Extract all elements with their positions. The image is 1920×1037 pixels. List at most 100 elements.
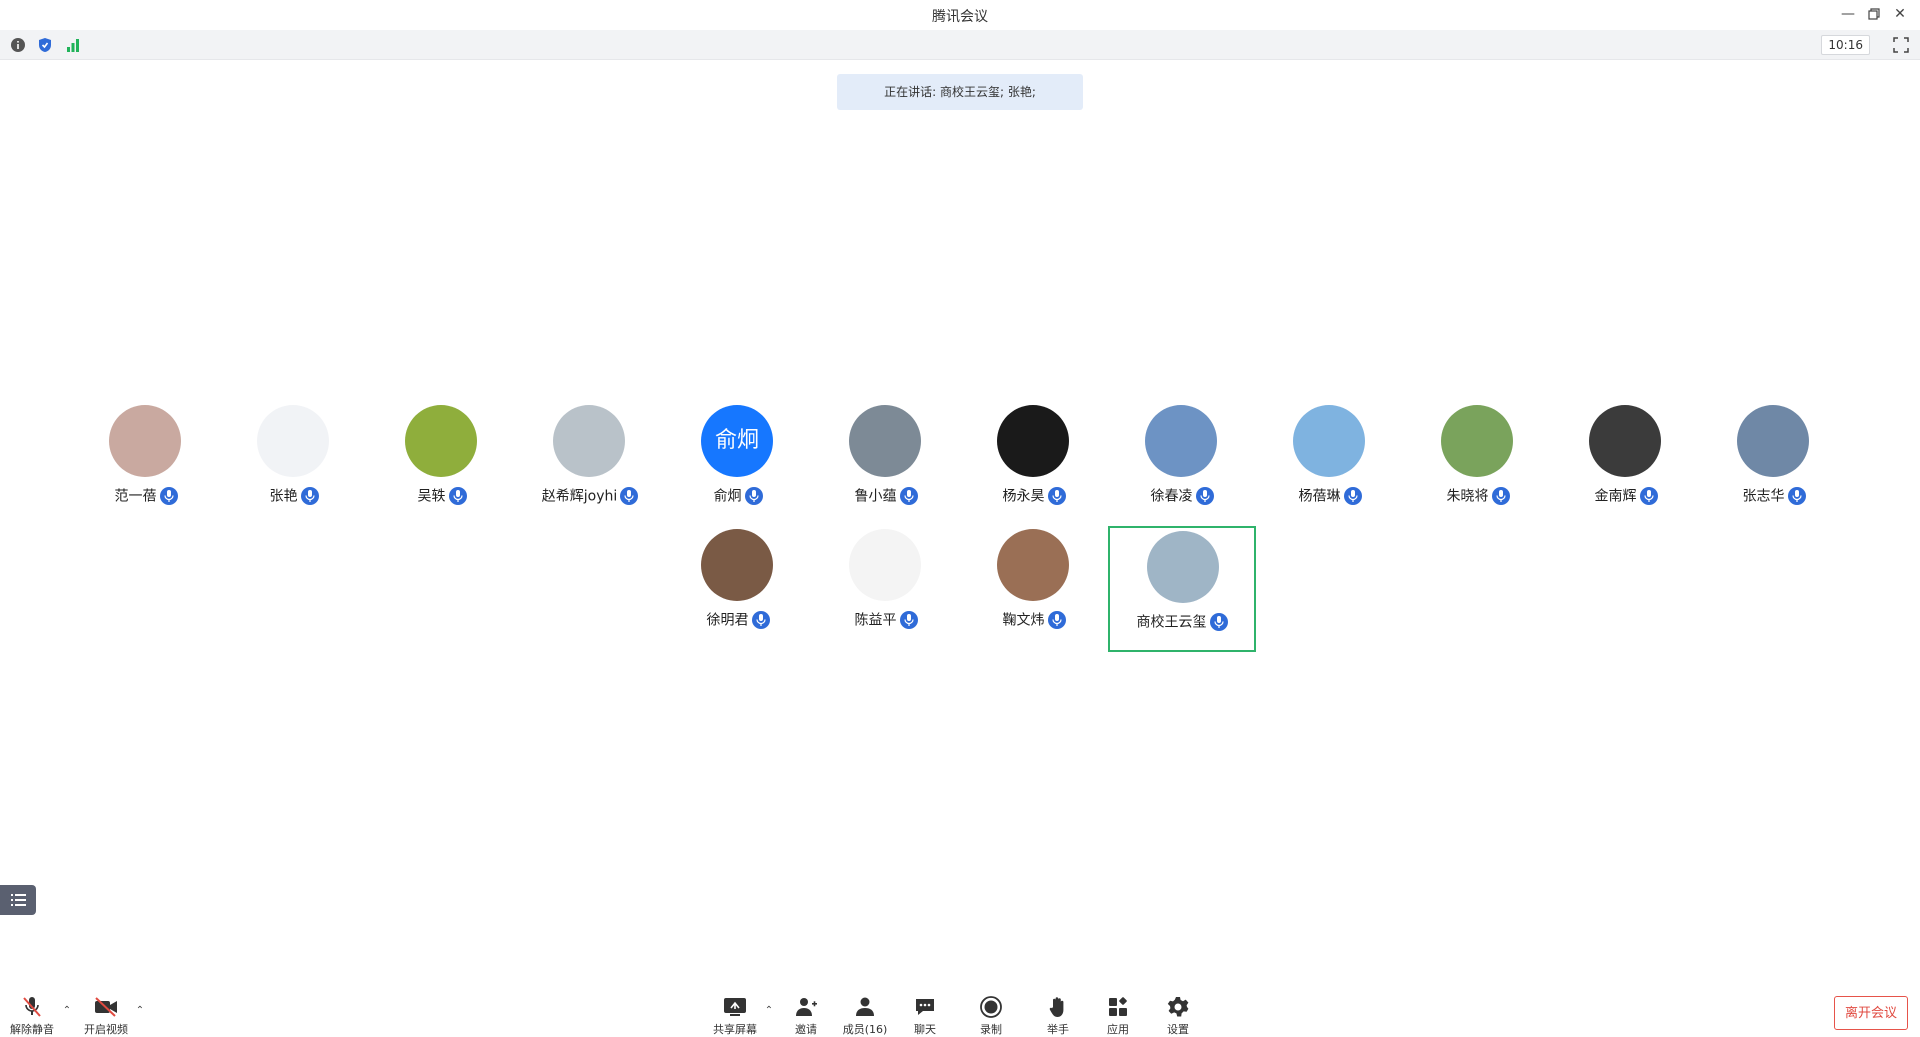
participant-tile[interactable]: 鞠文炜 xyxy=(960,526,1108,652)
mic-icon xyxy=(159,486,178,505)
participant-tile[interactable]: 商校王云玺 xyxy=(1108,526,1256,652)
meeting-clock: 10:16 xyxy=(1821,35,1870,55)
chat-button[interactable]: 聊天 xyxy=(897,995,953,1036)
restore-icon[interactable] xyxy=(1862,4,1886,24)
minimize-icon[interactable]: — xyxy=(1841,6,1855,22)
participant-name: 吴轶 xyxy=(417,488,446,505)
mic-icon xyxy=(300,486,319,505)
signal-icon[interactable] xyxy=(65,37,81,53)
participant-tile[interactable]: 俞炯俞炯 xyxy=(664,402,812,528)
record-label: 录制 xyxy=(980,1023,1002,1036)
list-icon xyxy=(11,894,26,906)
participant-name: 张艳 xyxy=(269,488,298,505)
avatar xyxy=(849,529,921,601)
participant-tile[interactable]: 金南辉 xyxy=(1552,402,1700,528)
participant-tile[interactable]: 朱晓将 xyxy=(1404,402,1552,528)
record-button[interactable]: 录制 xyxy=(963,995,1019,1036)
participant-tile[interactable]: 杨永昊 xyxy=(960,402,1108,528)
participant-name-row: 赵希辉joyhi xyxy=(516,485,664,506)
participant-name: 俞炯 xyxy=(713,488,742,505)
avatar xyxy=(1293,405,1365,477)
mic-icon xyxy=(1047,486,1066,505)
avatar xyxy=(1441,405,1513,477)
mic-icon xyxy=(1195,486,1214,505)
avatar xyxy=(405,405,477,477)
invite-label: 邀请 xyxy=(795,1023,817,1036)
audio-options-chevron-icon[interactable]: ⌃ xyxy=(62,1005,72,1016)
participant-tile[interactable]: 吴轶 xyxy=(368,402,516,528)
participant-name-row: 范一蓓 xyxy=(72,485,220,506)
record-icon xyxy=(980,996,1002,1018)
info-icon[interactable] xyxy=(10,37,26,53)
leave-meeting-button[interactable]: 离开会议 xyxy=(1834,996,1908,1030)
share-screen-button[interactable]: 共享屏幕 xyxy=(707,995,763,1036)
close-icon[interactable]: ✕ xyxy=(1894,6,1906,22)
speaking-banner: 正在讲话: 商校王云玺; 张艳; xyxy=(837,74,1083,110)
mic-icon xyxy=(1639,486,1658,505)
unmute-label: 解除静音 xyxy=(10,1023,54,1036)
shield-icon[interactable] xyxy=(37,37,53,53)
invite-button[interactable]: 邀请 xyxy=(778,995,834,1036)
participant-tile[interactable]: 陈益平 xyxy=(812,526,960,652)
avatar xyxy=(1145,405,1217,477)
mic-icon xyxy=(751,610,770,629)
participant-tile[interactable]: 张艳 xyxy=(220,402,368,528)
raise-hand-button[interactable]: 举手 xyxy=(1030,995,1086,1036)
participant-tile[interactable]: 张志华 xyxy=(1700,402,1848,528)
apps-button[interactable]: 应用 xyxy=(1090,995,1146,1036)
avatar xyxy=(1737,405,1809,477)
avatar xyxy=(997,529,1069,601)
list-toggle-button[interactable] xyxy=(0,885,36,915)
participant-tile[interactable]: 徐明君 xyxy=(664,526,812,652)
mic-icon xyxy=(448,486,467,505)
share-screen-label: 共享屏幕 xyxy=(713,1023,757,1036)
unmute-button[interactable]: 解除静音 xyxy=(4,995,60,1036)
fullscreen-icon[interactable] xyxy=(1892,36,1910,54)
muted-mic-icon xyxy=(23,997,41,1017)
participant-name-row: 俞炯 xyxy=(664,485,812,506)
participant-name-row: 杨蓓琳 xyxy=(1256,485,1404,506)
avatar xyxy=(701,529,773,601)
avatar xyxy=(997,405,1069,477)
participant-name: 徐明君 xyxy=(706,612,749,629)
participant-name-row: 徐春凌 xyxy=(1108,485,1256,506)
participant-name-row: 吴轶 xyxy=(368,485,516,506)
participant-tile[interactable]: 范一蓓 xyxy=(72,402,220,528)
mic-icon xyxy=(899,486,918,505)
participant-name-row: 鞠文炜 xyxy=(960,609,1108,630)
participant-name-row: 徐明君 xyxy=(664,609,812,630)
raise-hand-label: 举手 xyxy=(1047,1023,1069,1036)
avatar xyxy=(257,405,329,477)
settings-button[interactable]: 设置 xyxy=(1150,995,1206,1036)
hand-icon xyxy=(1049,997,1064,1017)
mic-icon xyxy=(1209,612,1228,631)
participant-name: 杨蓓琳 xyxy=(1298,488,1341,505)
meeting-toolbar: 解除静音 ⌃ 开启视频 ⌃ 共享屏幕 ⌃ 邀请 成员(16) 聊天 录制 举手 … xyxy=(0,975,1920,1036)
participant-tile[interactable]: 徐春凌 xyxy=(1108,402,1256,528)
participant-name-row: 杨永昊 xyxy=(960,485,1108,506)
video-options-chevron-icon[interactable]: ⌃ xyxy=(135,1005,145,1016)
participant-name-row: 张艳 xyxy=(220,485,368,506)
participant-name-row: 商校王云玺 xyxy=(1110,611,1254,632)
gear-icon xyxy=(1167,997,1189,1017)
share-options-chevron-icon[interactable]: ⌃ xyxy=(764,1005,774,1016)
participant-tile[interactable]: 鲁小蕴 xyxy=(812,402,960,528)
video-off-icon xyxy=(95,997,117,1017)
participant-name: 金南辉 xyxy=(1594,488,1637,505)
share-screen-icon xyxy=(724,998,746,1016)
mic-icon xyxy=(1787,486,1806,505)
start-video-button[interactable]: 开启视频 xyxy=(78,995,134,1036)
participant-tile[interactable]: 赵希辉joyhi xyxy=(516,402,664,528)
participant-name: 商校王云玺 xyxy=(1136,614,1207,631)
participant-name-row: 张志华 xyxy=(1700,485,1848,506)
participant-tile[interactable]: 杨蓓琳 xyxy=(1256,402,1404,528)
members-button[interactable]: 成员(16) xyxy=(837,995,893,1036)
avatar xyxy=(1147,531,1219,603)
avatar xyxy=(553,405,625,477)
mic-icon xyxy=(899,610,918,629)
participant-name: 张志华 xyxy=(1742,488,1785,505)
mic-icon xyxy=(1491,486,1510,505)
mic-icon xyxy=(744,486,763,505)
meeting-info-bar: 10:16 xyxy=(0,30,1920,60)
avatar xyxy=(1589,405,1661,477)
